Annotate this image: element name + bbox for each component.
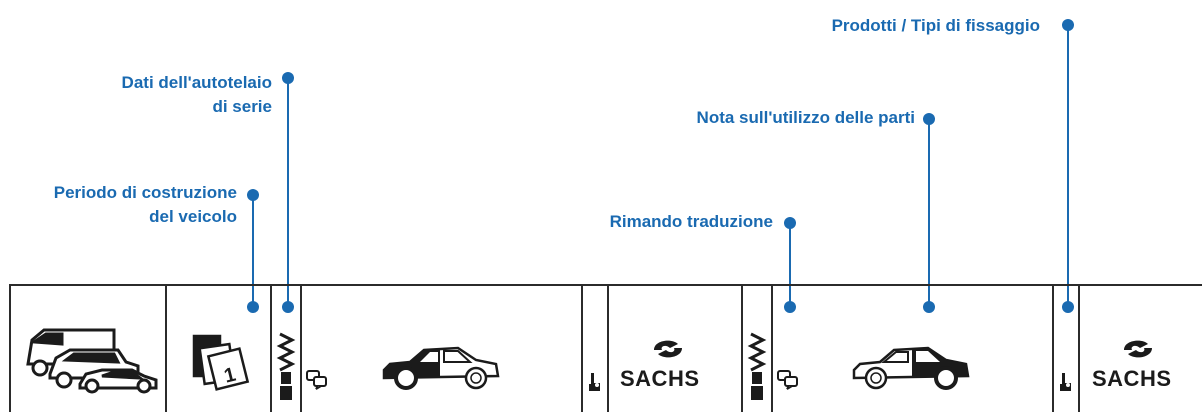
callout-dot-products-fixing	[1062, 19, 1074, 31]
shock-absorber-icon	[276, 332, 296, 400]
anchor-dot-translation-ref	[784, 301, 796, 313]
callout-chassis-data: Dati dell'autotelaio di serie	[122, 71, 272, 119]
cell-front-axle	[300, 284, 583, 412]
cell-chassis-1	[270, 284, 302, 412]
anchor-dot-products-fixing	[1062, 301, 1074, 313]
cell-production-period	[165, 284, 272, 412]
callout-products-fixing-text: Prodotti / Tipi di fissaggio	[831, 16, 1040, 35]
fixing-type-icon	[1060, 373, 1071, 391]
callout-production-period: Periodo di costruzione del veicolo	[54, 181, 237, 229]
shock-absorber-icon	[747, 332, 767, 400]
sachs-logo-icon	[654, 340, 682, 358]
callout-production-period-line1: Periodo di costruzione	[53, 183, 237, 202]
cell-chassis-2	[741, 284, 773, 412]
car-front-axle-icon	[382, 346, 500, 390]
leader-line-translation-ref	[789, 223, 791, 307]
anchor-dot-chassis-data	[282, 301, 294, 313]
callout-parts-usage-note-text: Nota sull'utilizzo delle parti	[696, 108, 915, 127]
fixing-type-icon	[589, 373, 600, 391]
sachs-brand-text: SACHS	[1092, 366, 1172, 391]
svg-text:1: 1	[222, 364, 238, 388]
car-rear-axle-icon	[852, 346, 970, 390]
leader-line-chassis-data	[287, 78, 289, 307]
callout-chassis-data-line1: Dati dell'autotelaio	[121, 73, 272, 92]
cell-vehicles	[9, 284, 167, 412]
cell-brand-1	[607, 284, 743, 412]
cell-fixing-2	[1052, 284, 1080, 412]
cell-rear-axle	[771, 284, 1054, 412]
cell-fixing-1	[581, 284, 609, 412]
leader-line-parts-usage-note	[928, 119, 930, 307]
calendar-icon: 1	[192, 334, 250, 391]
vehicles-icon	[26, 328, 158, 394]
anchor-dot-parts-usage-note	[923, 301, 935, 313]
callout-parts-usage-note: Nota sull'utilizzo delle parti	[697, 106, 915, 130]
callout-dot-chassis-data	[282, 72, 294, 84]
anchor-dot-production-period	[247, 301, 259, 313]
callout-chassis-data-line2: di serie	[212, 97, 272, 116]
callout-dot-parts-usage-note	[923, 113, 935, 125]
sachs-logo-icon	[1124, 340, 1152, 358]
callout-production-period-line2: del veicolo	[149, 207, 237, 226]
leader-line-production-period	[252, 195, 254, 307]
callout-dot-production-period	[247, 189, 259, 201]
callout-translation-ref-text: Rimando traduzione	[609, 212, 773, 231]
translation-icon	[306, 370, 327, 390]
callout-dot-translation-ref	[784, 217, 796, 229]
callout-products-fixing: Prodotti / Tipi di fissaggio	[832, 14, 1040, 38]
sachs-brand-text: SACHS	[620, 366, 700, 391]
leader-line-products-fixing	[1067, 25, 1069, 307]
translation-icon	[777, 370, 798, 390]
callout-translation-ref: Rimando traduzione	[610, 210, 773, 234]
vehicle-info-strip	[9, 284, 1202, 412]
